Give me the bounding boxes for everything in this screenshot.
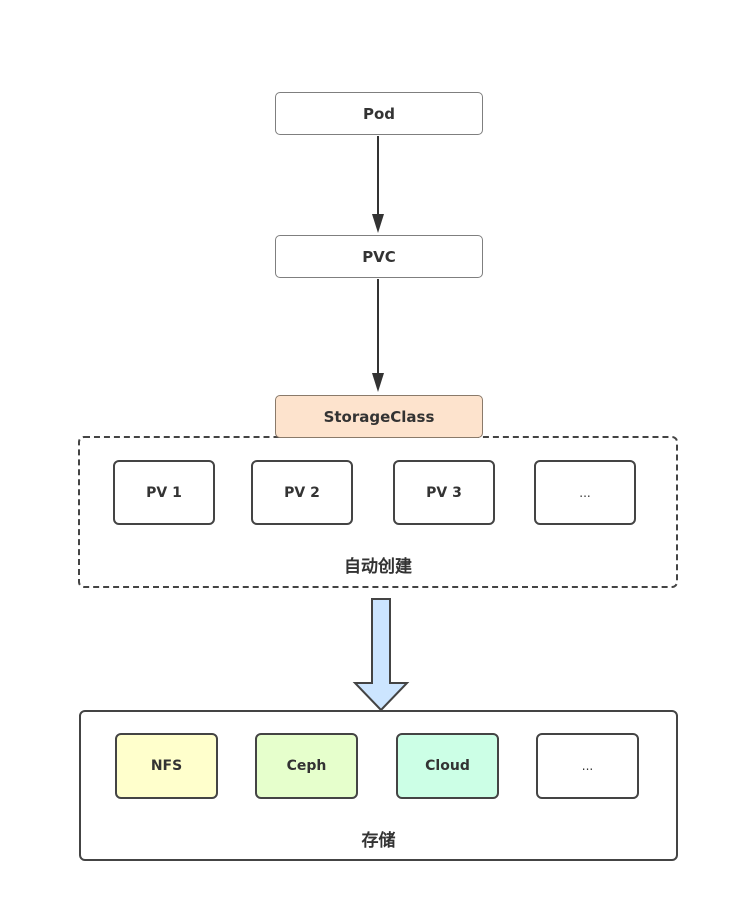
pv-label: PV 1 [146,484,182,501]
pvc-label: PVC [362,247,396,266]
pv-more-label: ... [579,485,591,500]
edge-pvc-to-storageclass [372,279,384,392]
storageclass-node[interactable]: StorageClass [275,395,483,438]
storage-node-cloud[interactable]: Cloud [396,733,499,799]
storage-label-title: 存储 [361,831,396,851]
pod-node[interactable]: Pod [275,92,483,135]
pv-label: PV 2 [284,484,320,501]
pv-label: PV 3 [426,484,462,501]
pv-node[interactable]: PV 2 [251,460,353,525]
pod-label: Pod [362,104,396,123]
big-down-arrow [352,598,410,712]
storage-label: Cloud [425,758,470,774]
storage-more-label: ... [581,759,594,773]
pv-more-node[interactable]: ... [534,460,636,525]
edge-pod-to-pvc [372,136,384,233]
storage-node-ceph[interactable]: Ceph [255,733,358,799]
pvc-node[interactable]: PVC [275,235,483,278]
storageclass-label: StorageClass [323,407,435,426]
storage-label: Ceph [286,758,327,774]
pv-node[interactable]: PV 3 [393,460,495,525]
storage-node-nfs[interactable]: NFS [115,733,218,799]
storage-label: NFS [150,758,183,774]
storage-more-node[interactable]: ... [536,733,639,799]
auto-create-label: 自动创建 [344,557,412,577]
pv-node[interactable]: PV 1 [113,460,215,525]
